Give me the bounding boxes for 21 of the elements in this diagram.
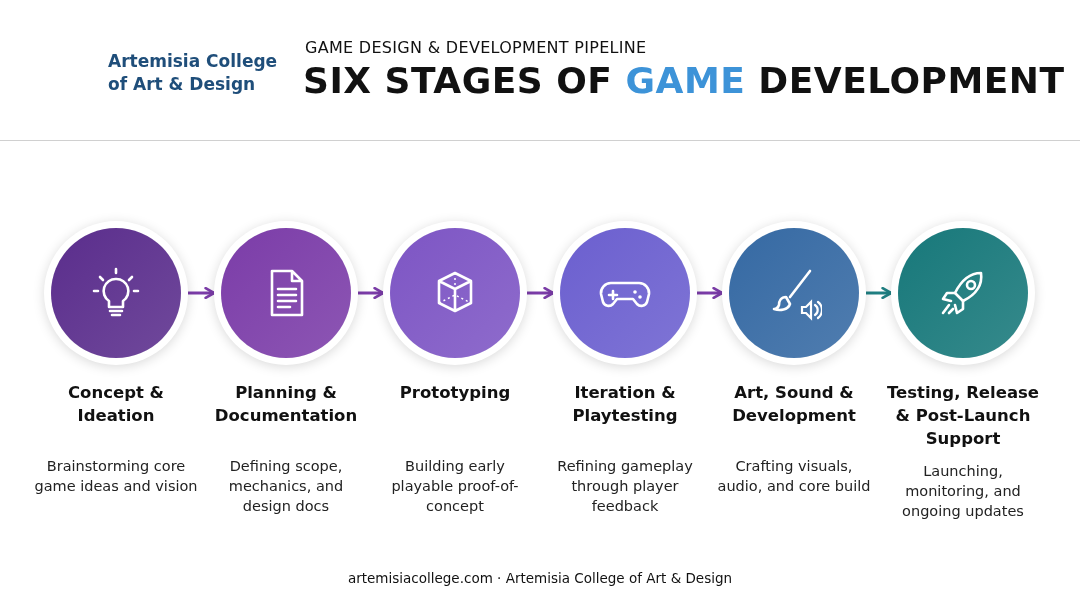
stage-title: Iteration & Playtesting — [571, 382, 679, 427]
stage-description: Crafting visuals, audio, and core build — [716, 457, 872, 496]
stage-title: Testing, Release & Post-Launch Support — [885, 382, 1041, 450]
stage-title: Prototyping — [398, 382, 512, 404]
stage-description: Building early playable proof-of-concept — [390, 457, 520, 516]
stage-description: Brainstorming core game ideas and vision — [33, 457, 199, 496]
arrow — [866, 286, 893, 300]
stage-description: Defining scope, mechanics, and design docs — [227, 457, 345, 516]
college-name: Artemisia College of Art & Design — [108, 50, 279, 96]
stage-description: Refining gameplay through player feedback — [556, 457, 694, 516]
title: SIX STAGES OF GAME DEVELOPMENT — [303, 60, 1065, 101]
footer-text: artemisiacollege.com · Artemisia College of Art & Design — [346, 570, 734, 586]
subtitle: GAME DESIGN & DEVELOPMENT PIPELINE — [305, 38, 647, 57]
arrow — [358, 286, 385, 300]
stage-description: Launching, monitoring, and ongoing updates — [901, 462, 1025, 521]
stage-title: Art, Sound & Development — [731, 382, 857, 427]
stage-title: Concept & Ideation — [67, 382, 165, 427]
stage-title: Planning & Documentation — [213, 382, 359, 427]
arrow — [527, 286, 555, 300]
arrow — [188, 286, 216, 300]
arrow — [697, 286, 724, 300]
